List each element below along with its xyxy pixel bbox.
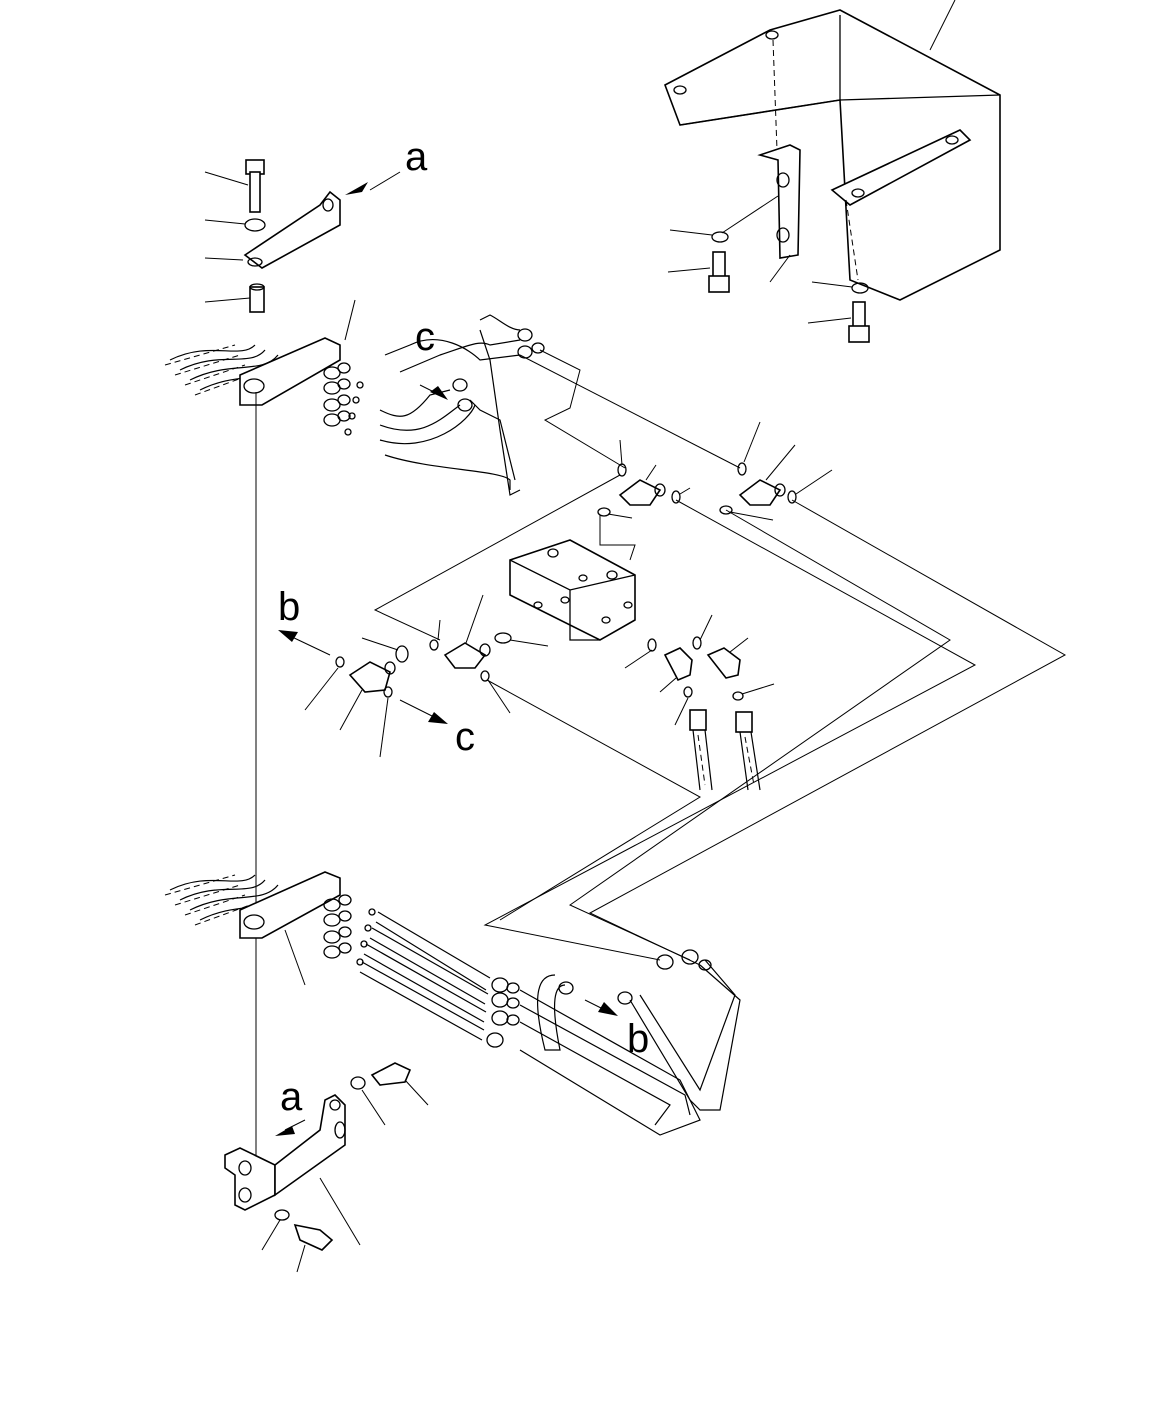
elbow-fitting-2 [738,479,786,506]
valve-block [509,539,636,641]
callout-c-top: c [415,315,435,359]
tee-fitting [348,661,396,693]
callout-b-bottom: b [627,1017,649,1061]
cover-fasteners [667,195,870,343]
callout-a-top: a [405,135,428,179]
cover-bracket [757,39,801,283]
callout-c-middle: c [455,715,475,759]
top-fittings [323,362,364,436]
elbow-fitting-5 [706,647,741,679]
cover-guard [664,0,1001,301]
callout-a-bottom: a [280,1075,303,1119]
elbow-fitting-1 [618,479,666,506]
bottom-fittings [323,894,376,966]
valve-fittings [304,421,833,758]
elbow-fitting-4 [663,647,693,682]
callout-b-left: b [278,585,300,629]
hoses [689,709,761,791]
elbow-fitting-3 [443,642,491,669]
bottom-bracket-assembly [224,1062,429,1273]
top-pipe-block [164,299,545,496]
top-clamp-assembly [204,159,401,313]
bottom-pipe-block [164,871,741,1136]
routing-lines [255,349,1067,1175]
